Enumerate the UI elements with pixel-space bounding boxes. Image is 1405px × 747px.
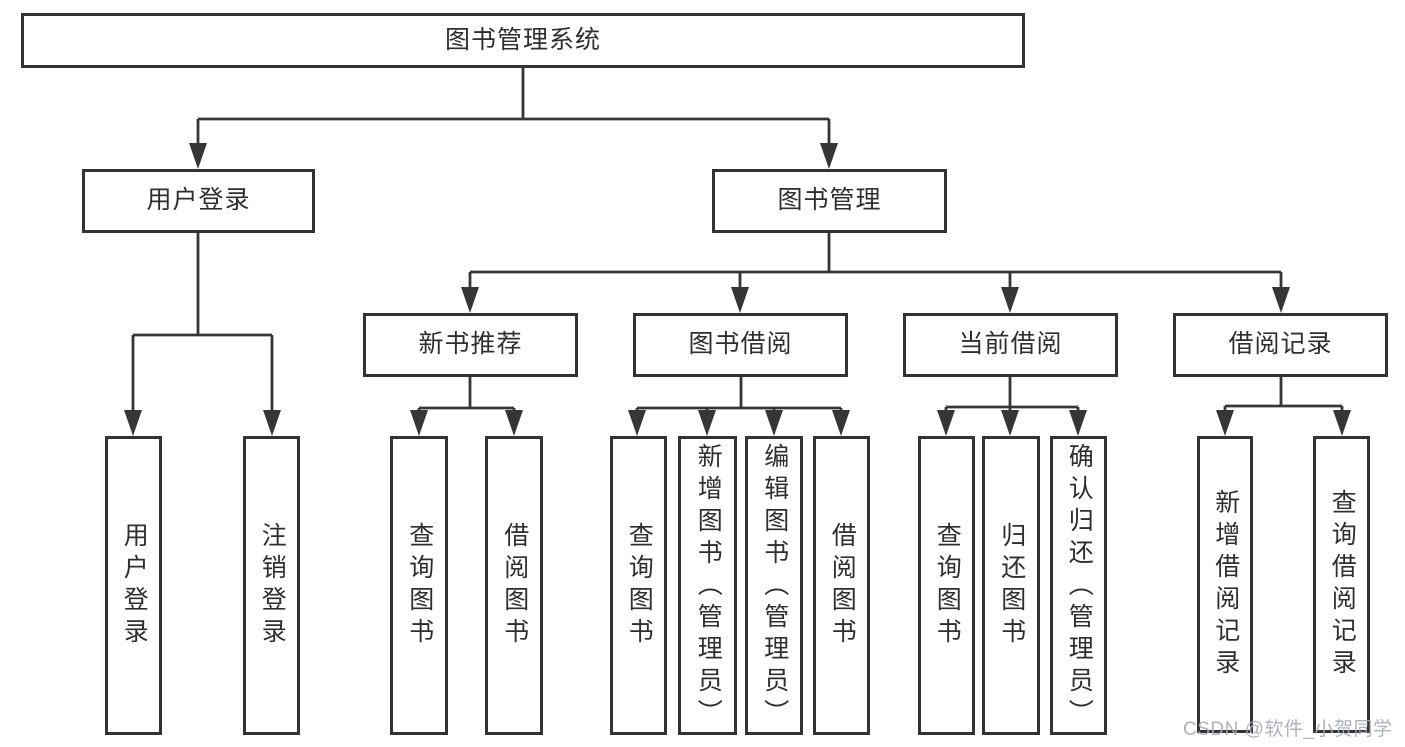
node-label: 图书管理系统	[444, 25, 601, 54]
leaf-query-books-borrow: 查询图书	[610, 436, 667, 735]
node-new-book-recommend: 新书推荐	[363, 313, 578, 377]
node-library-management-system: 图书管理系统	[21, 13, 1025, 68]
leaf-confirm-return-admin: 确认归还（管理员）	[1050, 436, 1107, 735]
node-label: 查询图书	[625, 521, 654, 650]
node-label: 当前借阅	[958, 330, 1063, 359]
node-label: 借阅图书	[828, 521, 857, 650]
node-label: 注销登录	[258, 521, 287, 650]
node-user-login: 用户登录	[82, 169, 315, 233]
node-label: 用户登录	[120, 521, 149, 650]
node-label: 新增借阅记录	[1211, 488, 1240, 681]
node-book-borrow: 图书借阅	[633, 313, 848, 377]
node-label: 查询借阅记录	[1328, 488, 1357, 681]
node-current-borrow: 当前借阅	[903, 313, 1118, 377]
node-label: 编辑图书（管理员）	[760, 443, 789, 731]
node-label: 借阅记录	[1228, 330, 1333, 359]
node-label: 借阅图书	[500, 521, 529, 650]
node-borrow-records: 借阅记录	[1173, 313, 1388, 377]
leaf-add-borrow-record: 新增借阅记录	[1197, 436, 1253, 733]
csdn-watermark: CSDN @软件_小贺同学	[1183, 719, 1393, 740]
leaf-query-books-current: 查询图书	[918, 436, 975, 735]
leaf-edit-book-admin: 编辑图书（管理员）	[745, 436, 803, 735]
node-book-management: 图书管理	[712, 169, 947, 233]
leaf-borrow-books-recommend: 借阅图书	[485, 436, 543, 735]
node-label: 用户登录	[146, 186, 251, 215]
leaf-query-borrow-record: 查询借阅记录	[1313, 436, 1370, 733]
node-label: 图书管理	[777, 186, 882, 215]
leaf-logout: 注销登录	[243, 436, 300, 735]
node-label: 归还图书	[997, 521, 1026, 650]
node-label: 图书借阅	[688, 330, 793, 359]
leaf-add-book-admin: 新增图书（管理员）	[678, 436, 737, 735]
node-label: 确认归还（管理员）	[1065, 443, 1094, 731]
leaf-return-books: 归还图书	[982, 436, 1040, 735]
leaf-query-books-recommend: 查询图书	[390, 436, 448, 735]
node-label: 新增图书（管理员）	[694, 443, 723, 731]
leaf-borrow-books: 借阅图书	[813, 436, 870, 735]
leaf-user-login: 用户登录	[105, 436, 162, 735]
node-label: 查询图书	[405, 521, 434, 650]
node-label: 查询图书	[933, 521, 962, 650]
node-label: 新书推荐	[418, 330, 523, 359]
